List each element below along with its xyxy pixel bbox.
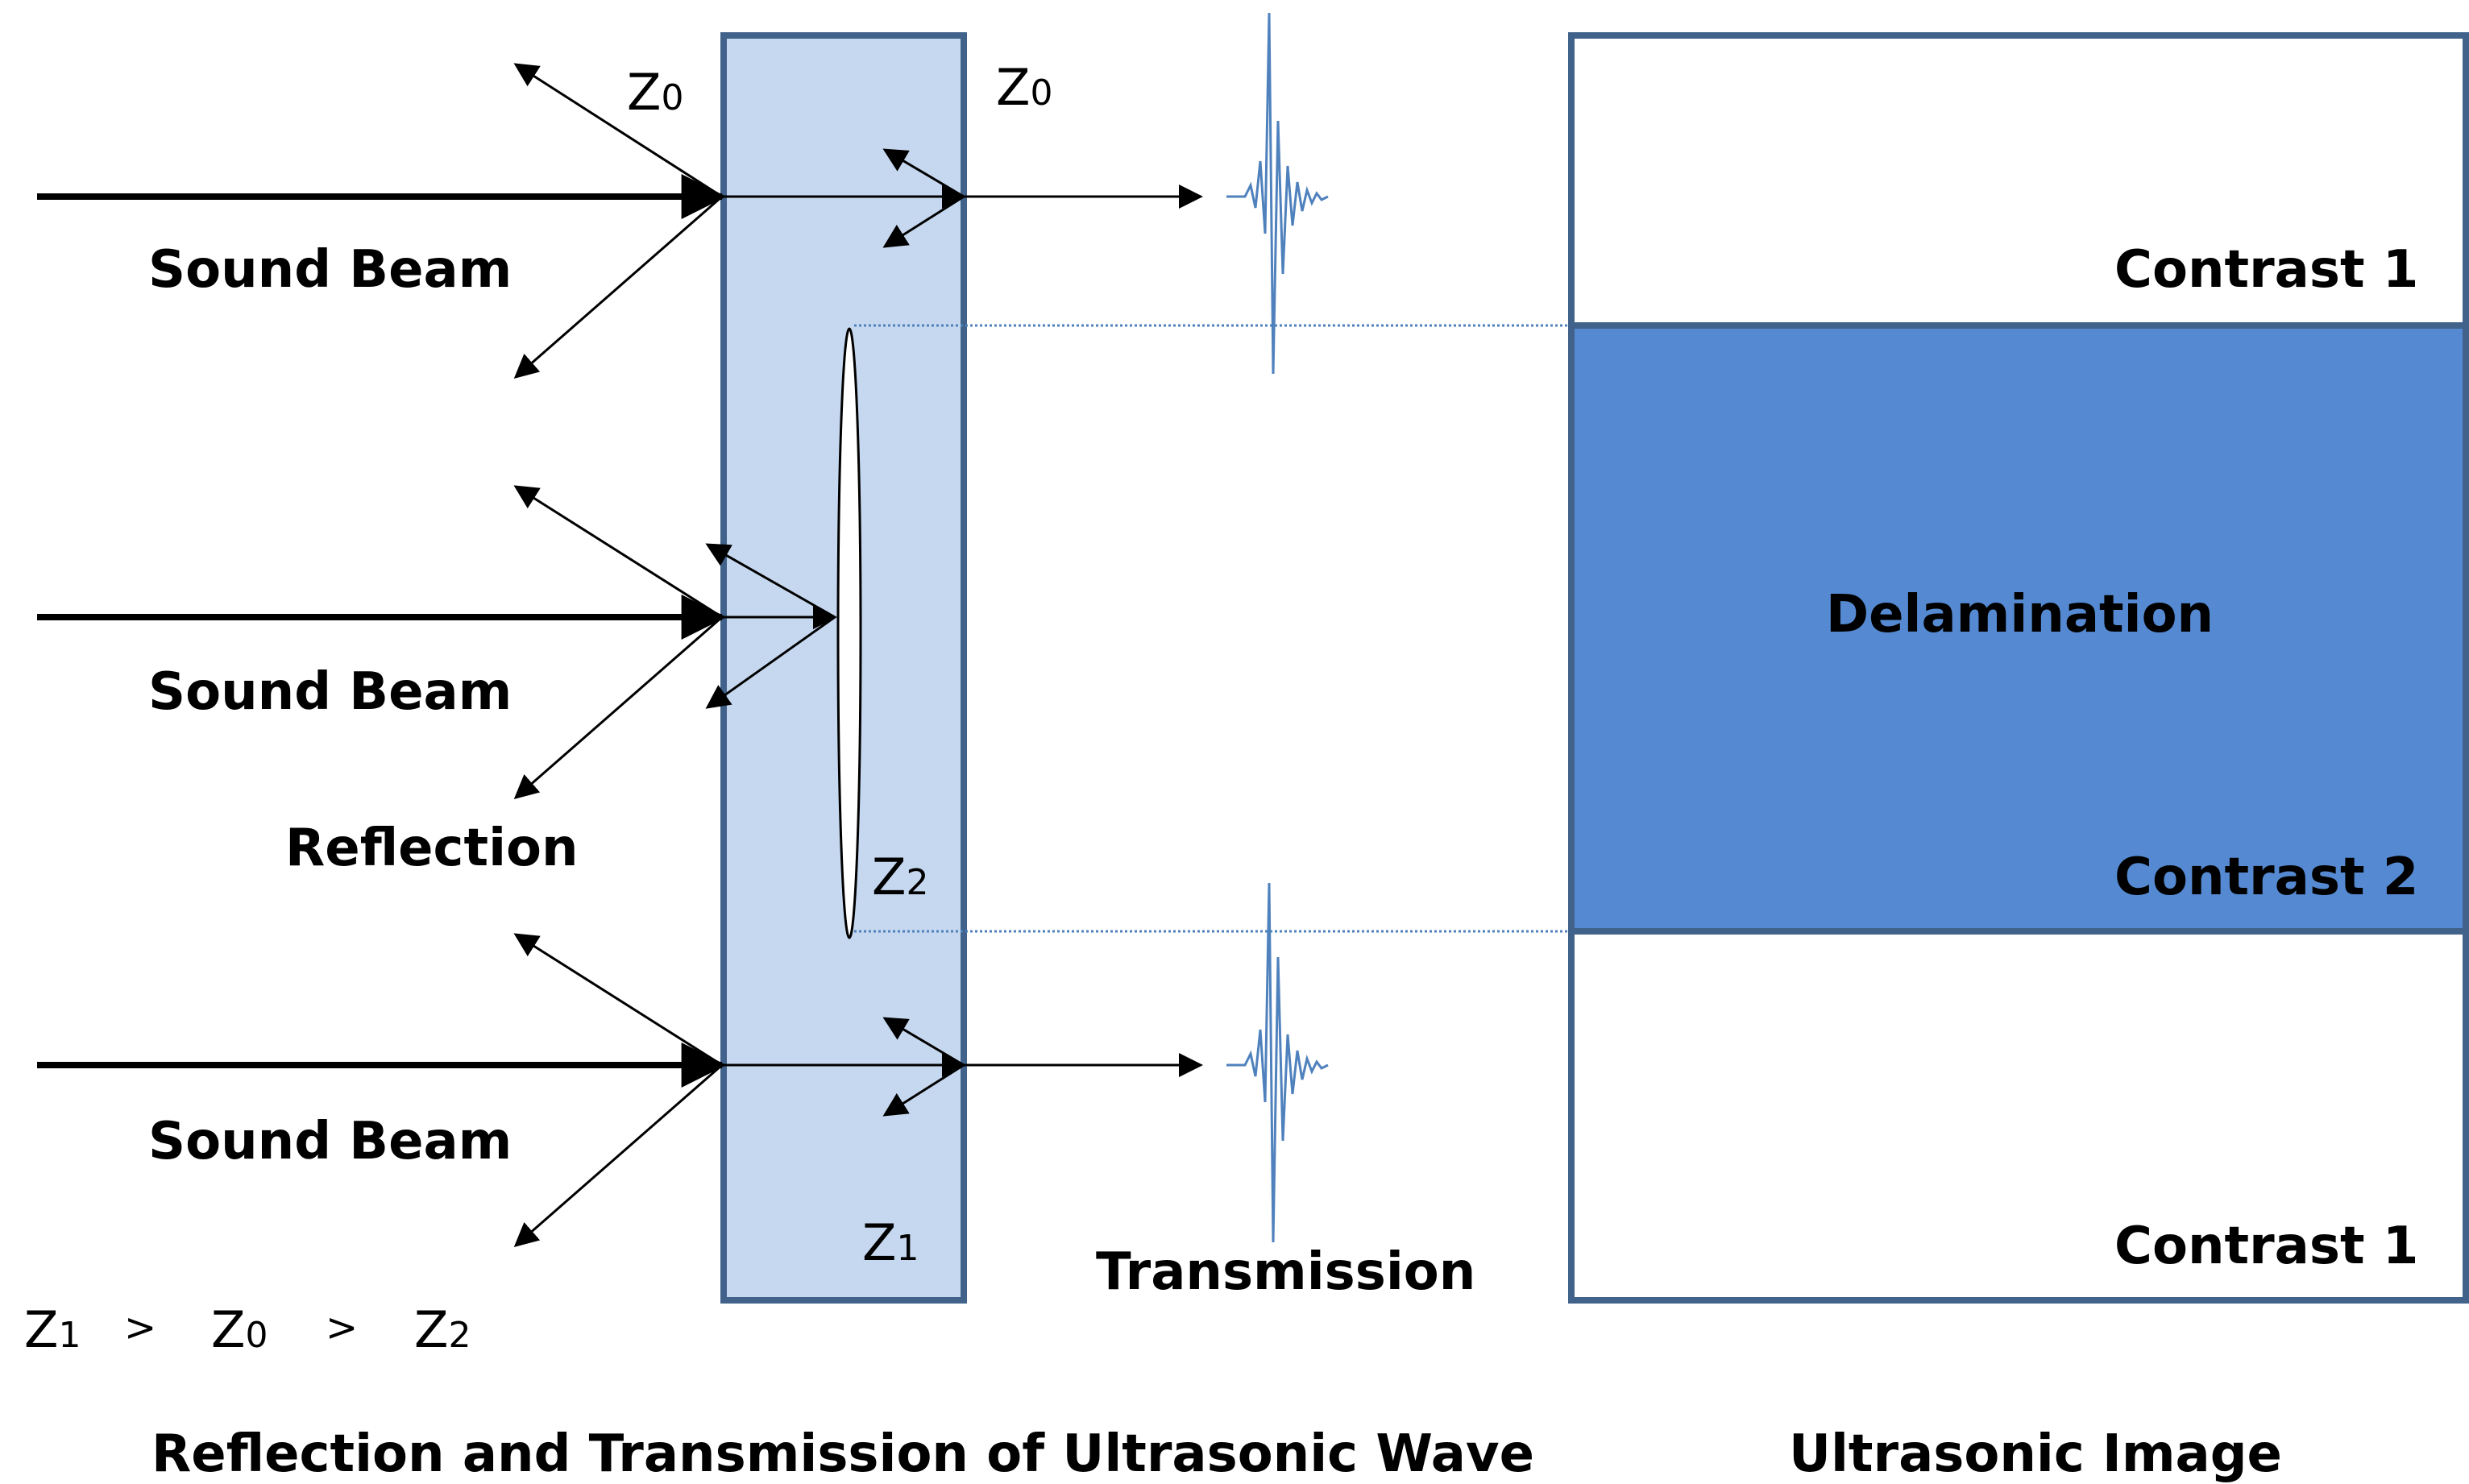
reflection-arrow xyxy=(513,63,723,198)
impedance-z0-back: Z0 xyxy=(996,58,1052,117)
impedance-inequality: Z1 > Z0 > Z2 xyxy=(24,1300,471,1359)
ultrasonic-image-panel xyxy=(1568,32,2469,1304)
reflection-label: Reflection xyxy=(285,819,579,878)
received-signal-bottom xyxy=(1226,882,1329,1243)
sound-beam-label: Sound Beam xyxy=(148,240,512,300)
inequality-operator: > xyxy=(124,1305,156,1350)
image-region-bottom xyxy=(1568,928,2469,1304)
delamination-label: Delamination xyxy=(1826,585,2214,645)
internal-reflection-arrow xyxy=(705,616,836,709)
contrast-2-label: Contrast 2 xyxy=(2114,848,2418,907)
contrast-1-top-label: Contrast 1 xyxy=(2114,240,2418,300)
transmission-label: Transmission xyxy=(1096,1242,1475,1302)
inequality-term: Z0 xyxy=(211,1300,268,1359)
received-signal-top xyxy=(1226,12,1329,375)
delamination-void xyxy=(836,327,862,939)
image-region-top xyxy=(1568,32,2469,329)
beam-group-2 xyxy=(37,485,837,799)
sound-beam-label: Sound Beam xyxy=(148,662,512,722)
reflection-arrow xyxy=(513,1063,723,1247)
beam-group-1 xyxy=(37,63,1203,379)
contrast-1-bottom-label: Contrast 1 xyxy=(2114,1217,2418,1276)
internal-reflection-arrow xyxy=(705,543,836,619)
internal-reflection-arrow xyxy=(882,1063,965,1117)
impedance-z1: Z1 xyxy=(862,1213,919,1272)
beam-group-3 xyxy=(37,933,1203,1247)
reflection-arrow xyxy=(513,933,723,1067)
inequality-term: Z2 xyxy=(414,1300,471,1359)
reflection-arrow xyxy=(513,195,723,379)
internal-reflection-arrow xyxy=(882,148,965,198)
sound-beam-label: Sound Beam xyxy=(148,1112,512,1171)
reflection-arrow xyxy=(513,616,723,799)
internal-reflection-arrow xyxy=(882,1017,965,1067)
caption-right: Ultrasonic Image xyxy=(1789,1424,2282,1484)
impedance-z0-front: Z0 xyxy=(627,63,683,122)
impedance-z2: Z2 xyxy=(872,848,928,906)
image-region-delamination xyxy=(1568,322,2469,935)
caption-left: Reflection and Transmission of Ultrasoni… xyxy=(151,1424,1534,1484)
reflection-arrow xyxy=(513,485,723,619)
inequality-term: Z1 xyxy=(24,1300,81,1359)
internal-reflection-arrow xyxy=(882,195,965,248)
inequality-operator: > xyxy=(326,1305,358,1350)
